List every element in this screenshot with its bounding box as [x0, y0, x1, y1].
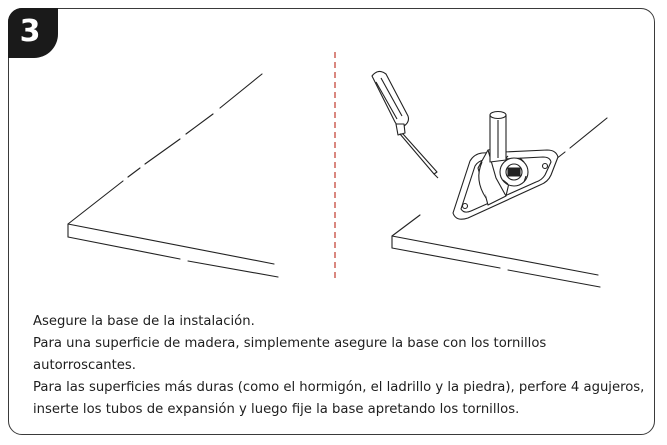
instruction-line-1: Asegure la base de la instalación. — [33, 314, 255, 329]
instruction-line-2: Para una superficie de madera, simplemen… — [33, 336, 547, 373]
step-badge: 3 — [8, 8, 58, 58]
screwdriver-icon — [371, 70, 439, 179]
step-panel — [8, 8, 655, 435]
mounting-base-icon — [452, 110, 559, 220]
left-board — [67, 73, 279, 278]
instructions-text: Asegure la base de la instalación. Para … — [33, 311, 653, 421]
instruction-line-3: Para las superficies más duras (como el … — [33, 380, 645, 417]
step-number: 3 — [19, 14, 41, 49]
